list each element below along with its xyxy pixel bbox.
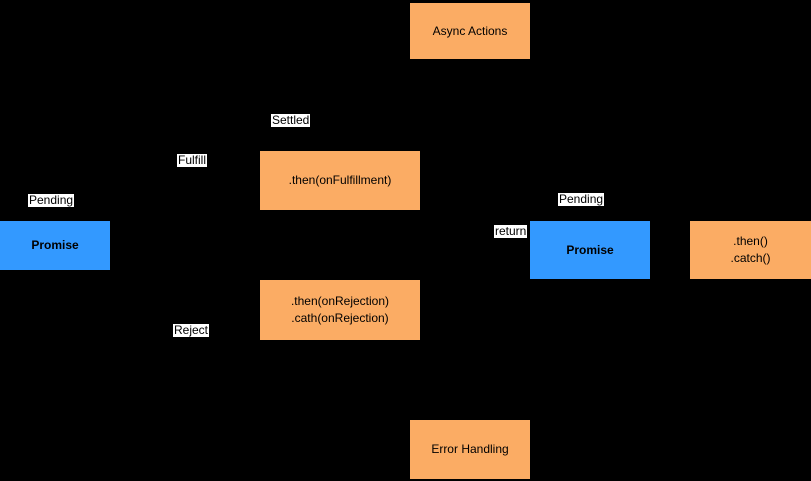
node-promise-right: Promise [530,221,650,279]
node-promise-right-label: Promise [566,242,614,257]
node-error-handling: Error Handling [410,420,530,479]
node-promise-left-label: Promise [31,238,79,252]
node-then-catch-line2: .catch() [730,251,771,265]
edge-label-settled: Settled [271,113,311,127]
node-then-rejection-line1: .then(onRejection) [290,294,390,308]
node-async-actions: Async Actions [410,3,530,59]
node-then-rejection-line2: .cath(onRejection) [291,311,389,325]
node-then-rejection: .then(onRejection) .cath(onRejection) [260,280,420,340]
node-error-handling-label: Error Handling [431,442,509,456]
edge-label-pending-left: Pending [28,193,75,207]
edge-label-pending-right: Pending [558,192,605,206]
node-promise-left: Promise [0,221,110,270]
node-then-fulfillment-label: .then(onFulfillment) [288,173,392,187]
edge-label-fulfill: Fulfill [177,153,208,167]
node-then-catch-line1: .then() [733,234,768,248]
node-async-actions-label: Async Actions [432,23,508,38]
edge-label-return: return [494,224,528,238]
node-then-catch: .then() .catch() [690,221,811,279]
node-then-fulfillment: .then(onFulfillment) [260,151,420,210]
edge-label-reject: Reject [173,323,210,337]
